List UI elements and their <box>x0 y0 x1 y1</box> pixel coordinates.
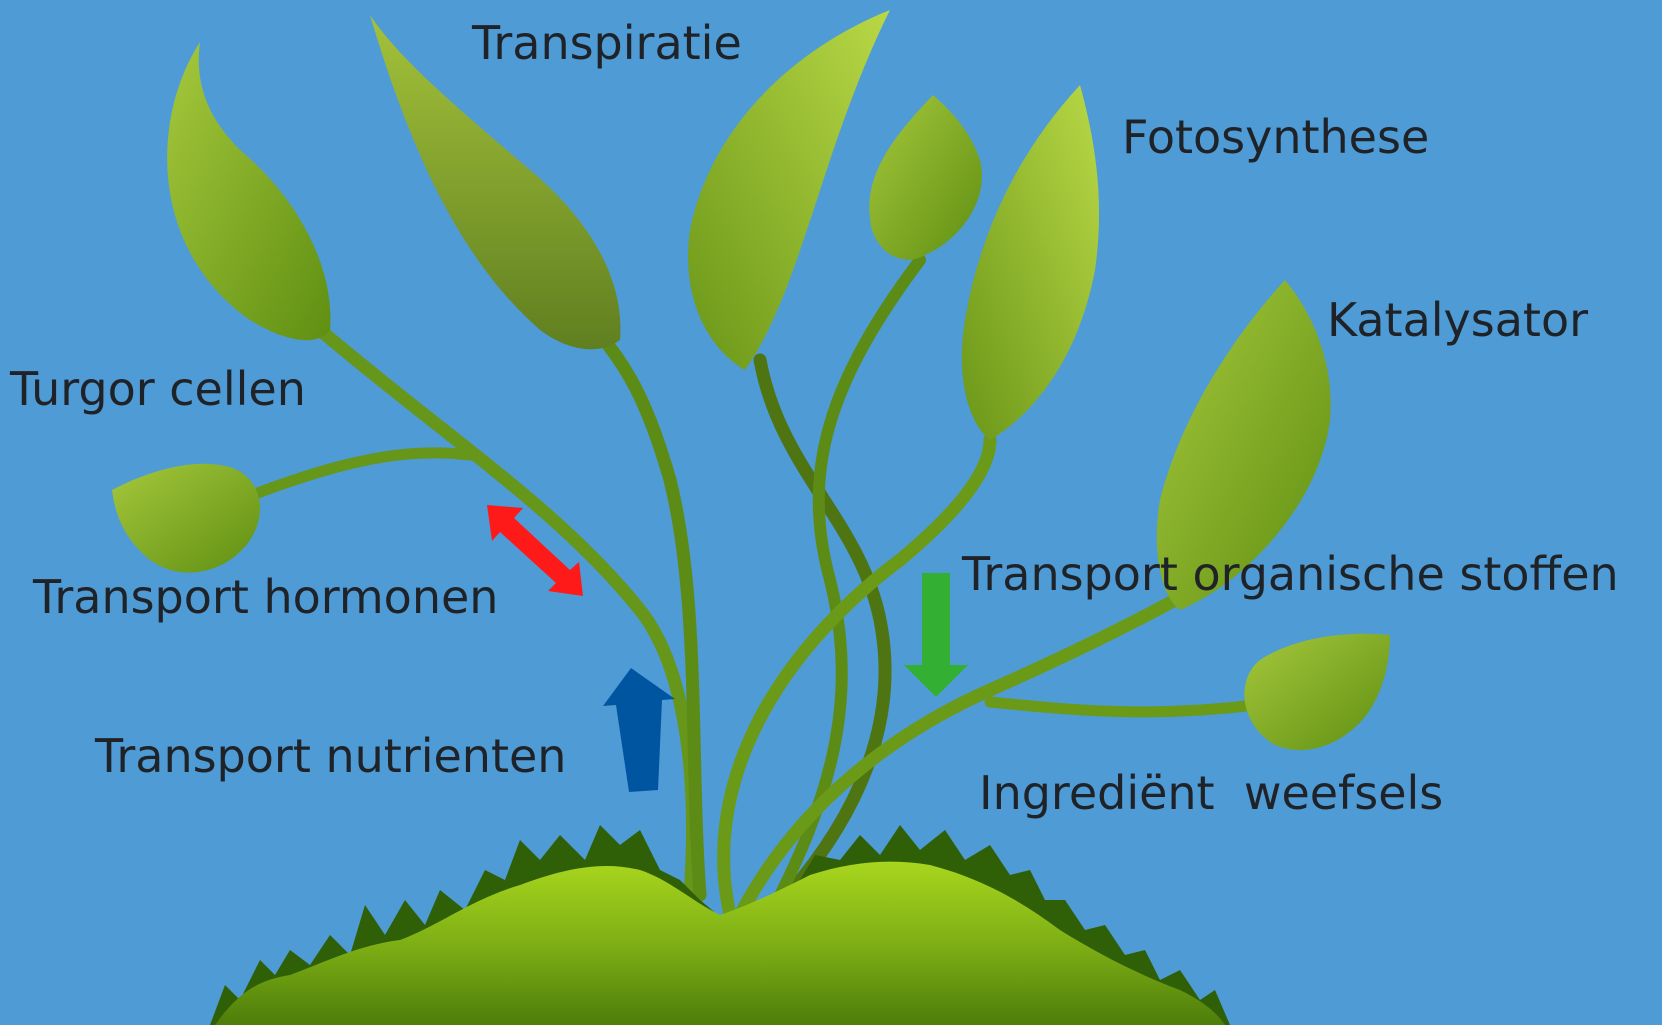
double-arrow-icon <box>487 505 583 596</box>
up-arrow-icon <box>603 668 675 792</box>
label-transport-nutrienten: Transport nutrienten <box>95 733 566 779</box>
label-transport-organische-stoffen: Transport organische stoffen <box>962 551 1619 597</box>
label-transpiratie: Transpiratie <box>472 20 742 66</box>
label-fotosynthese: Fotosynthese <box>1122 114 1429 160</box>
leaf-small-top <box>869 95 982 260</box>
leaf-fotosynthese <box>962 85 1099 440</box>
stem-right-small-leaf <box>990 702 1255 712</box>
label-transport-hormonen: Transport hormonen <box>33 574 498 620</box>
leaf-turgor <box>112 464 260 573</box>
leaf-top-left <box>167 42 330 340</box>
label-ingredient-weefsels: Ingrediënt weefsels <box>979 770 1443 816</box>
label-turgor-cellen: Turgor cellen <box>10 366 306 412</box>
leaf-ingredient <box>1244 634 1390 750</box>
down-arrow-icon <box>904 573 968 697</box>
label-katalysator: Katalysator <box>1327 297 1588 343</box>
